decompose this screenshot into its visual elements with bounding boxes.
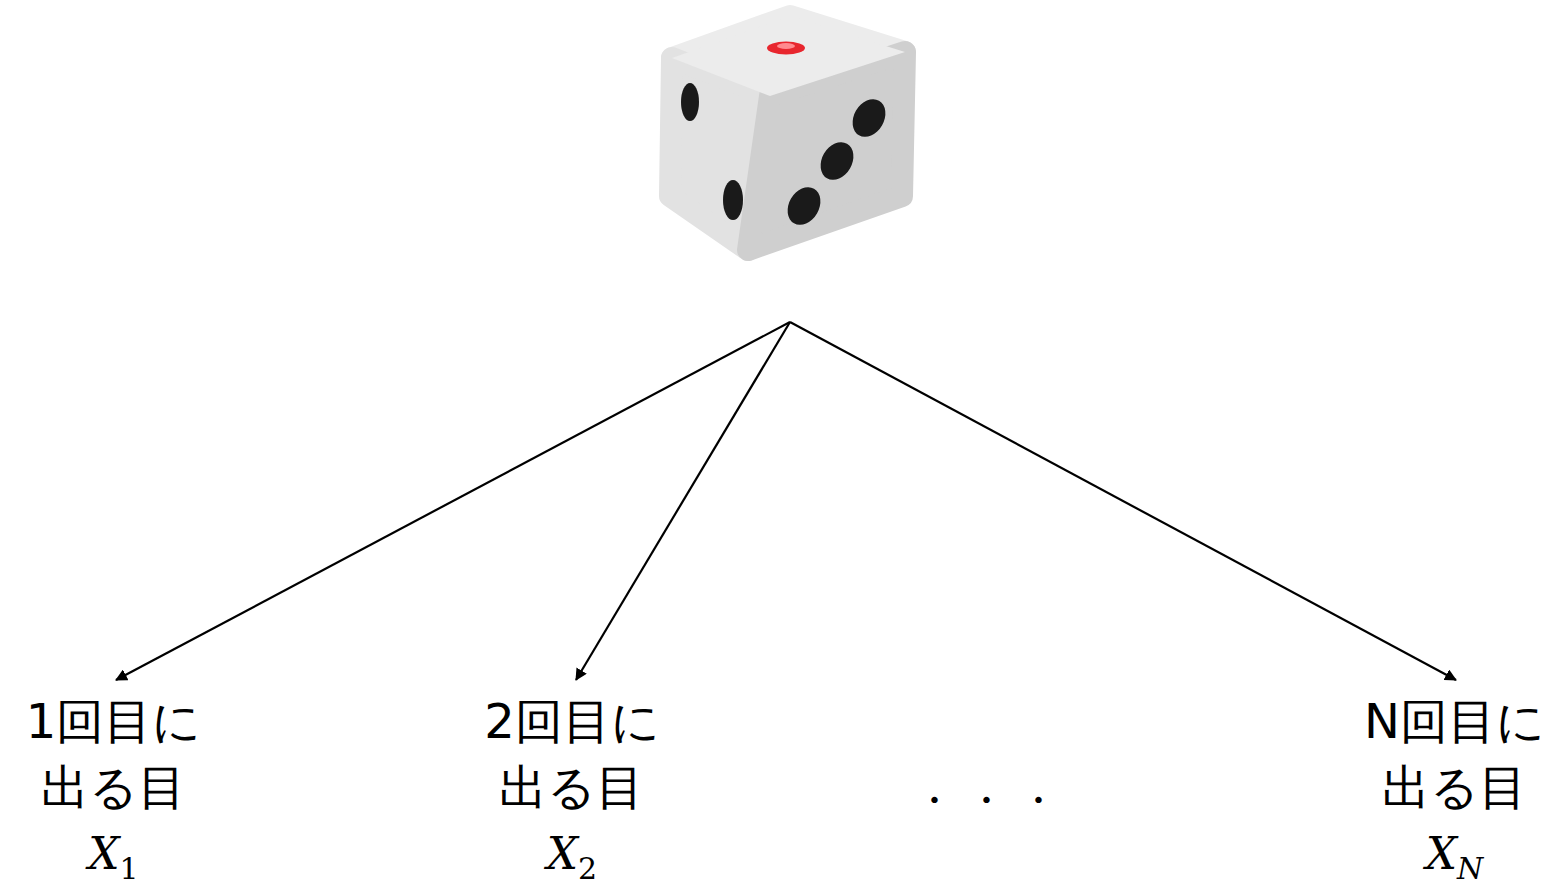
variable-name: X2: [465, 824, 680, 884]
variable-name: XN: [1347, 824, 1562, 884]
variable-name: X1: [6, 824, 221, 884]
trial-label: N回目に 出る目: [1351, 688, 1557, 820]
arrow-lines: [116, 322, 1456, 680]
ellipsis-dots: ・・・: [914, 773, 1070, 828]
trial-label: 1回目に 出る目: [10, 688, 216, 820]
outcome-node: N回目に 出る目XN: [1347, 688, 1562, 884]
dice-picture: [670, 16, 905, 250]
arrow: [116, 322, 790, 680]
arrow: [576, 322, 790, 680]
arrow: [790, 322, 1456, 680]
outcome-node: 1回目に 出る目X1: [6, 688, 221, 884]
trial-label: 2回目に 出る目: [469, 688, 675, 820]
outcome-node: 2回目に 出る目X2: [465, 688, 680, 884]
